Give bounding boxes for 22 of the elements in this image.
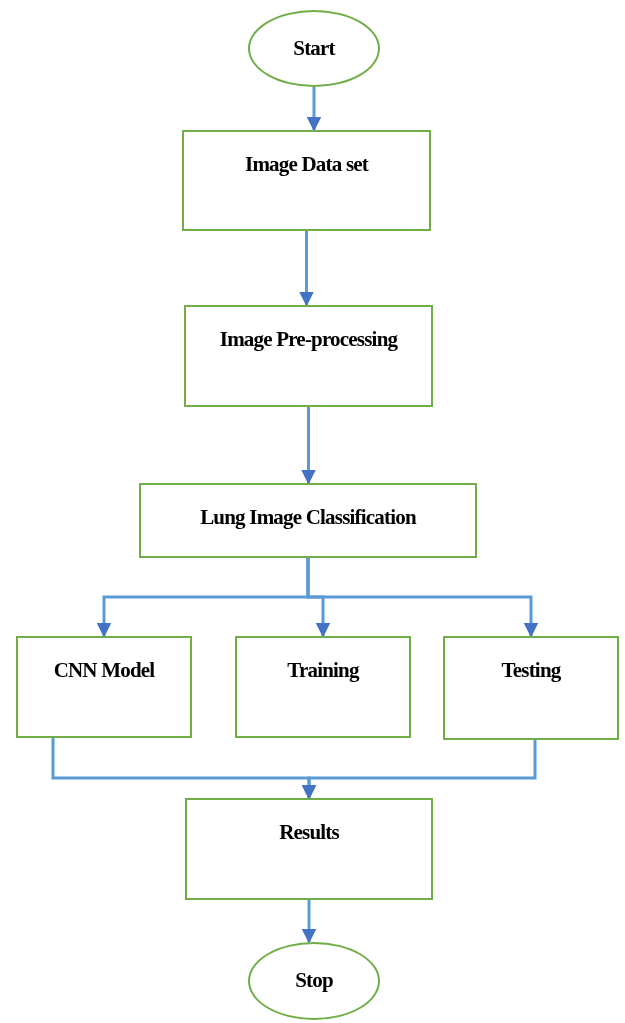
process-box — [139, 483, 477, 558]
process-box — [185, 798, 433, 900]
node-label: Lung Image Classification — [200, 505, 416, 531]
node-label: Results — [279, 820, 339, 846]
arrow — [306, 558, 539, 638]
process-box — [182, 130, 431, 231]
arrow — [306, 87, 322, 132]
node-label: Image Pre-processing — [219, 327, 398, 353]
node-label: Image Data set — [245, 152, 368, 178]
arrow — [301, 407, 316, 485]
node-label: Training — [287, 658, 359, 684]
node-label: CNN Model — [53, 658, 155, 684]
arrow — [301, 740, 537, 800]
arrow — [301, 900, 317, 944]
arrow — [299, 231, 314, 307]
process-box — [184, 305, 433, 407]
node-label: Testing — [501, 658, 561, 684]
process-box — [443, 636, 619, 740]
node-label: Start — [293, 35, 335, 62]
process-box — [16, 636, 192, 738]
node-label: Stop — [295, 968, 333, 994]
process-box — [235, 636, 411, 738]
